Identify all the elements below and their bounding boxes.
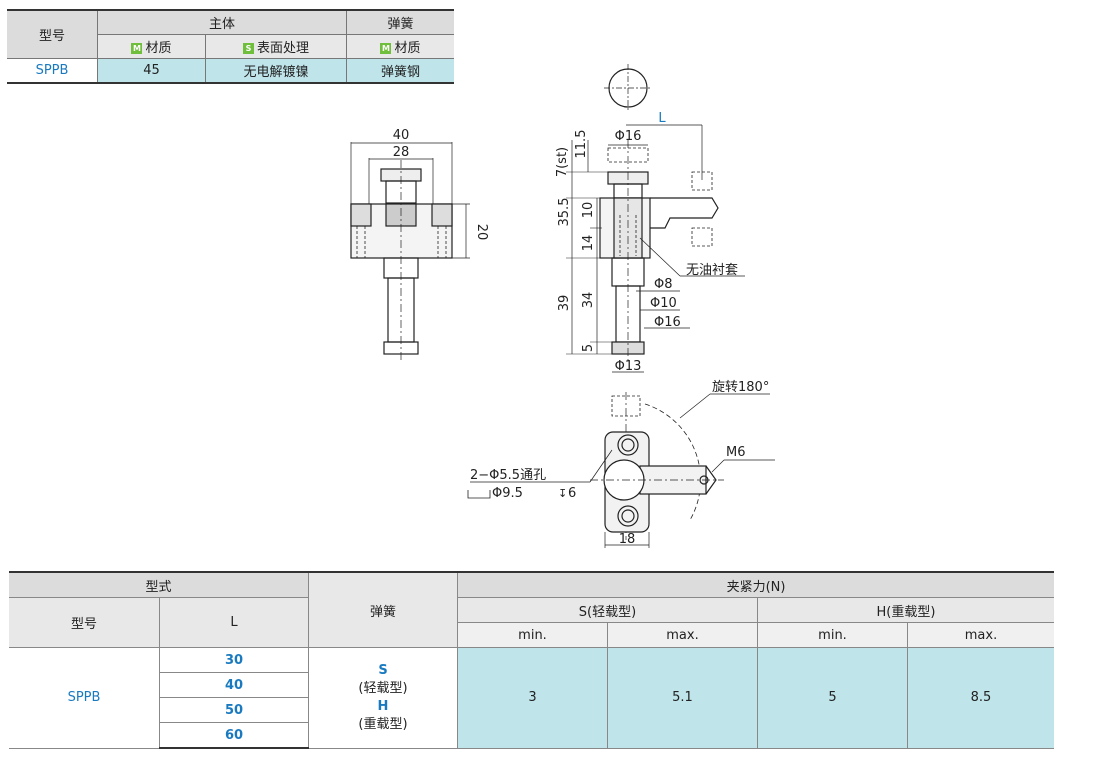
counterbore-note: Φ9.5: [492, 486, 523, 501]
hole-depth: 6: [568, 486, 576, 501]
heavy-max-value: 8.5: [907, 647, 1054, 749]
dim-phi13: Φ13: [615, 359, 642, 374]
spec-spring-material: 弹簧钢: [346, 58, 454, 84]
dim-7st: 7(st): [555, 147, 570, 177]
thread-label: M6: [726, 445, 746, 460]
l-value: 50: [159, 697, 309, 723]
technical-drawing: 40 28 20 L Φ16 11.5 7(st) 35.5 10 14 39 …: [350, 64, 775, 548]
dim-5: 5: [581, 344, 596, 352]
spring-header: 弹簧: [346, 9, 454, 35]
table-model: SPPB: [9, 647, 160, 749]
dim-phi16-top: Φ16: [615, 129, 642, 144]
bushing-note: 无油衬套: [686, 262, 738, 278]
dim-width-18: 18: [619, 532, 636, 547]
dim-width-inner: 28: [393, 145, 410, 160]
heavy-header: H(重载型): [757, 597, 1054, 623]
depth-icon: ↧: [558, 487, 567, 500]
light-min-header: min.: [457, 622, 608, 648]
heavy-min-value: 5: [757, 647, 908, 749]
light-max-header: max.: [607, 622, 758, 648]
material-badge-icon: M: [131, 43, 143, 54]
light-max-value: 5.1: [607, 647, 758, 749]
l-value: 40: [159, 672, 309, 698]
clamp-force-table: 型式 弹簧 夹紧力(N) 型号 L S(轻载型) H(重载型) min. max…: [9, 571, 1054, 749]
model-header: 型号: [9, 597, 160, 648]
rotate-note: 旋转180°: [712, 380, 769, 395]
l-value: 30: [159, 647, 309, 673]
dim-L: L: [658, 111, 666, 126]
hole-note: 2−Φ5.5通孔: [470, 468, 546, 483]
material-badge-icon: M: [380, 43, 392, 54]
dim-height: 20: [474, 224, 489, 241]
dim-14: 14: [581, 235, 596, 252]
plan-view: [467, 392, 775, 548]
dim-34: 34: [581, 292, 596, 309]
dim-11-5: 11.5: [574, 130, 589, 159]
spec-treatment: 无电解镀镍: [205, 58, 347, 84]
l-value: 60: [159, 722, 309, 749]
spec-model: SPPB: [7, 58, 98, 84]
dim-39: 39: [557, 295, 572, 312]
front-view: [350, 142, 470, 360]
dim-phi10: Φ10: [650, 296, 677, 311]
l-header: L: [159, 597, 309, 648]
force-header: 夹紧力(N): [457, 571, 1054, 598]
side-view: [566, 64, 745, 373]
dim-35-5: 35.5: [557, 198, 572, 227]
light-header: S(轻载型): [457, 597, 758, 623]
heavy-min-header: min.: [757, 622, 908, 648]
spring-type: S (轻载型) H (重载型): [308, 647, 458, 749]
dim-width-outer: 40: [393, 128, 410, 143]
light-min-value: 3: [457, 647, 608, 749]
spec-body-material: 45: [97, 58, 206, 84]
spring-header: 弹簧: [308, 571, 458, 648]
dim-phi8: Φ8: [654, 277, 673, 292]
heavy-max-header: max.: [907, 622, 1054, 648]
treatment-badge-icon: S: [242, 43, 254, 54]
dim-phi16: Φ16: [654, 315, 681, 330]
dim-10: 10: [581, 202, 596, 219]
model-header: 型号: [7, 9, 98, 59]
type-header: 型式: [9, 571, 309, 598]
